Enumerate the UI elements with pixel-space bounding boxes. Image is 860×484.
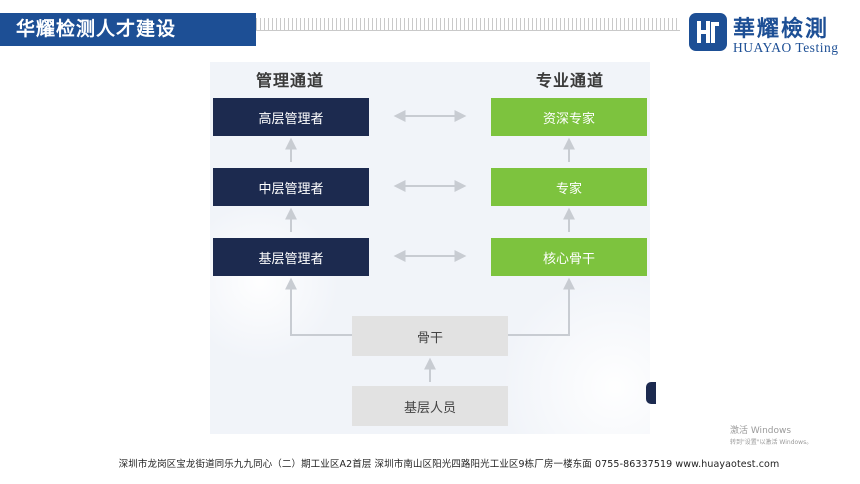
arrow-backbone-to-prof [508,277,575,336]
hy-logo-icon [689,13,727,51]
prof-senior-expert-box: 资深专家 [491,98,647,136]
diagram-connectors [285,110,575,382]
arrow-backbone-to-mgmt [285,277,352,336]
page-title: 华耀检测人才建设 [0,13,256,46]
logo-name-en: HUAYAO Testing [733,40,839,55]
watermark-line-1: 激活 Windows [730,426,792,436]
career-path-diagram: 管理通道 专业通道 高层管理者 中层管理者 基层管理者 资深专家 专家 核心骨干… [210,62,650,434]
footer-contact-info: 深圳市龙岗区宝龙街道同乐九九同心（二）期工业区A2首层 深圳市南山区阳光四路阳光… [118,459,780,470]
company-logo: 華耀檢測 HUAYAO Testing [689,13,849,57]
mgmt-base-box: 基层管理者 [213,238,369,276]
mgmt-senior-box: 高层管理者 [213,98,369,136]
base-staff-box: 基层人员 [352,386,508,426]
header-ruler-decoration [256,18,680,31]
windows-activation-watermark: 激活 Windows 转到"设置"以激活 Windows。 [730,423,812,446]
watermark-line-2: 转到"设置"以激活 Windows。 [730,439,813,446]
prof-expert-box: 专家 [491,168,647,206]
prof-core-backbone-box: 核心骨干 [491,238,647,276]
slide-edge-marker [646,382,656,404]
management-path-title: 管理通道 [256,71,325,90]
mgmt-middle-box: 中层管理者 [213,168,369,206]
professional-path-title: 专业通道 [536,71,605,90]
logo-name-cn: 華耀檢測 [733,16,830,42]
backbone-box: 骨干 [352,316,508,356]
